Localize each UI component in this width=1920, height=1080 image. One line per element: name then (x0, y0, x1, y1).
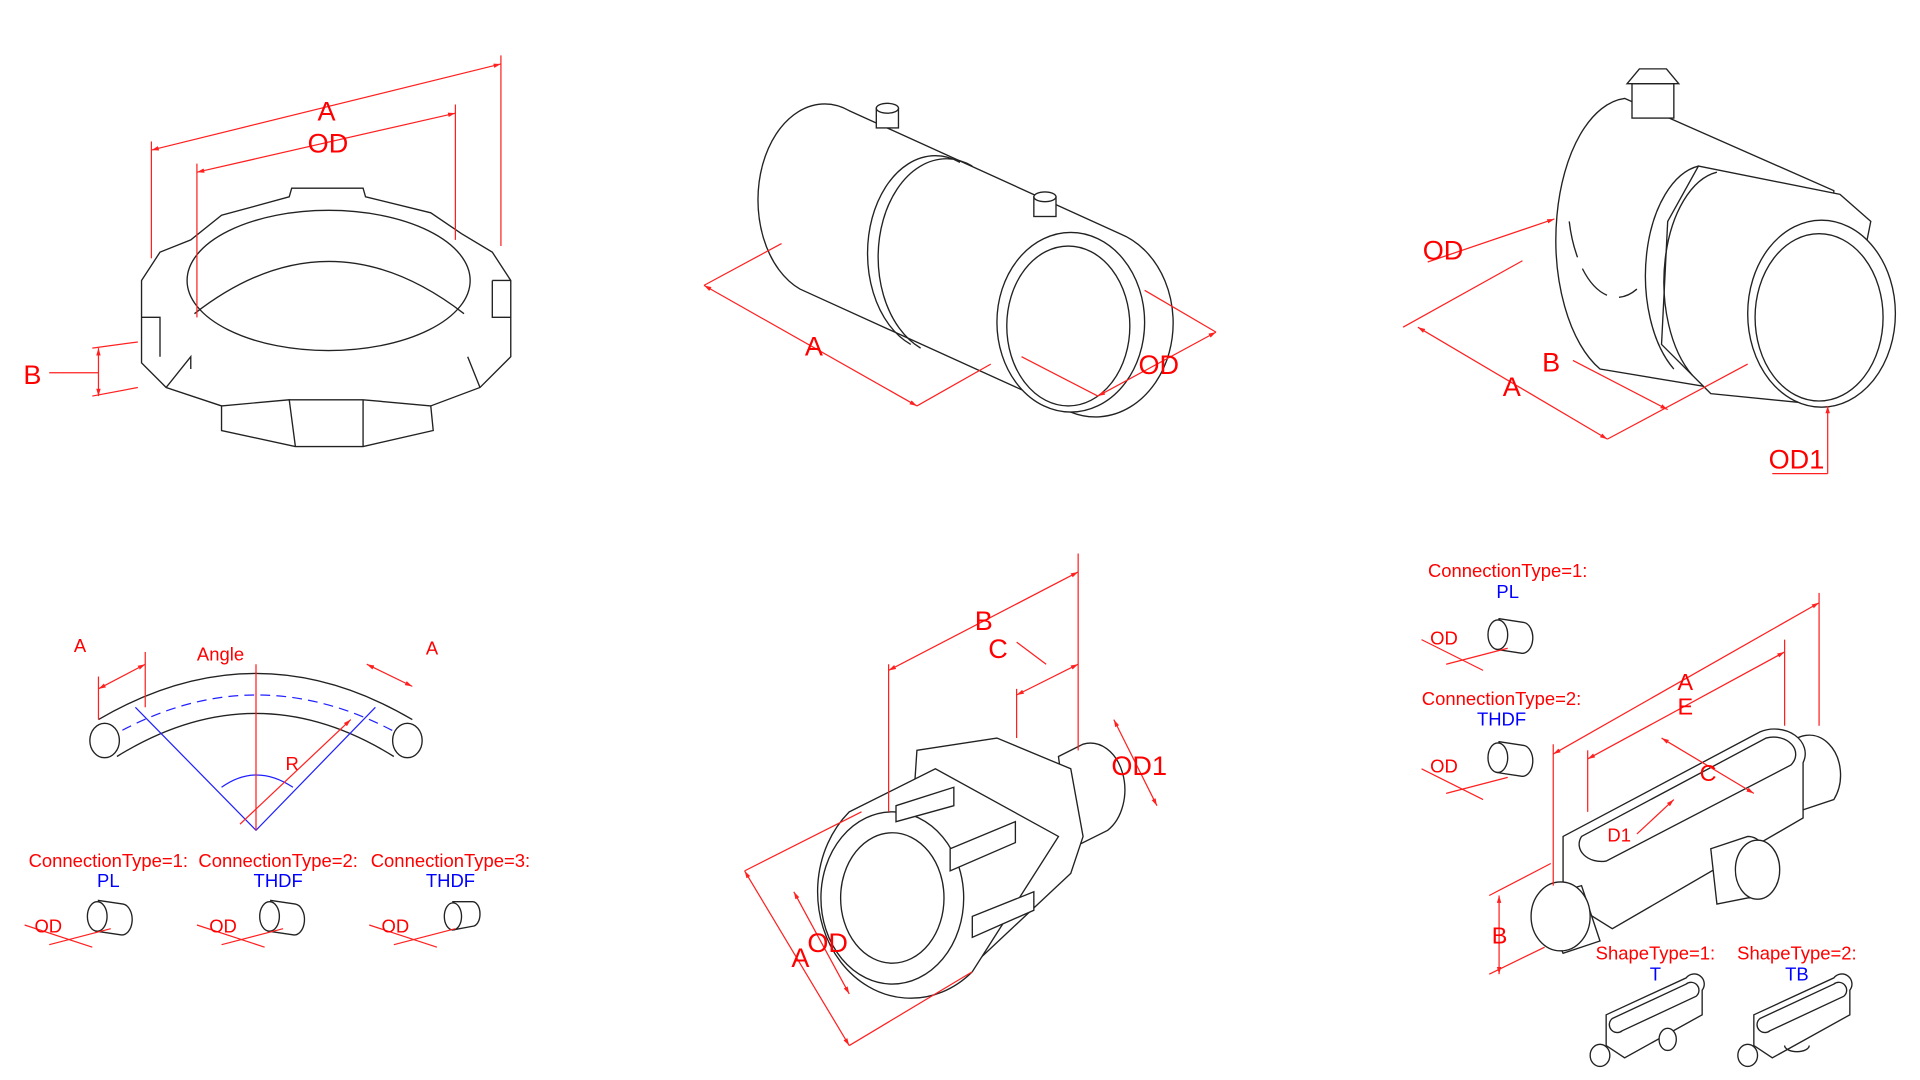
coupling-drawing: A OD (703, 102, 1217, 418)
connection-type-label: ConnectionType=1: (29, 850, 188, 871)
connection-type-label: ConnectionType=3: (371, 850, 530, 871)
connection-type-label: ConnectionType=2: (198, 850, 357, 871)
connection-type-value: THDF (426, 870, 475, 891)
elbow-dim-angle: Angle (197, 644, 244, 665)
connector-dim-b: B (975, 606, 993, 636)
connection-type-value: THDF (254, 870, 303, 891)
conduit-dim-c: C (1700, 760, 1717, 786)
coupling-dim-od: OD (1138, 350, 1179, 380)
compression-dim-a: A (1503, 372, 1521, 402)
connection-type-label: ConnectionType=1: (1428, 560, 1587, 581)
compression-dim-b: B (1542, 347, 1560, 377)
connection-od: OD (1430, 628, 1458, 649)
conduit-dim-d1: D1 (1607, 824, 1631, 845)
compression-dim-od: OD (1423, 236, 1464, 266)
shape-type-value: TB (1785, 963, 1809, 984)
locknut-dim-od: OD (308, 129, 349, 159)
conduit-body-drawing: ConnectionType=1: PL OD ConnectionType=2… (1421, 560, 1857, 1068)
compression-coupling-drawing: OD A B OD1 (1402, 68, 1897, 475)
connection-type-label: ConnectionType=2: (1422, 688, 1581, 709)
shape-type-1: ShapeType=1: T (1589, 942, 1715, 1068)
connector-dim-c: C (988, 634, 1008, 664)
connection-type-value: PL (1496, 581, 1519, 602)
locknut-drawing: A OD B (23, 55, 512, 448)
connection-type-value: PL (97, 870, 120, 891)
connector-dim-od: OD (807, 928, 848, 958)
connector-dim-od1: OD1 (1111, 751, 1167, 781)
elbow-connection-type-1: ConnectionType=1: PL OD (24, 850, 188, 948)
locknut-dim-a: A (318, 97, 336, 127)
conduit-connection-type-1: ConnectionType=1: PL OD (1421, 560, 1587, 671)
conduit-dim-e: E (1678, 694, 1694, 720)
shape-type-label: ShapeType=2: (1737, 942, 1856, 963)
connection-od: OD (1430, 755, 1458, 776)
elbow-connection-type-2: ConnectionType=2: THDF OD (196, 850, 358, 948)
elbow-connection-type-3: ConnectionType=3: THDF OD (369, 850, 530, 948)
elbow-dim-a-right: A (426, 637, 439, 658)
shape-type-label: ShapeType=1: (1596, 942, 1715, 963)
elbow-dim-a-left: A (74, 635, 87, 656)
elbow-dim-r: R (286, 753, 299, 774)
connector-drawing: B C OD1 A OD (744, 553, 1167, 1047)
compression-dim-od1: OD1 (1769, 445, 1825, 475)
conduit-connection-type-2: ConnectionType=2: THDF OD (1421, 688, 1581, 801)
connector-dim-a: A (791, 943, 809, 973)
shape-type-2: ShapeType=2: TB (1737, 942, 1857, 1068)
conduit-dim-b: B (1492, 922, 1508, 948)
conduit-dim-a: A (1678, 669, 1694, 695)
shape-type-value: T (1650, 963, 1661, 984)
coupling-dim-a: A (805, 331, 823, 361)
connection-od: OD (34, 915, 62, 936)
elbow-drawing: A Angle A R ConnectionType=1: PL OD Conn… (24, 635, 530, 948)
locknut-dim-b: B (23, 360, 41, 390)
connection-od: OD (382, 915, 410, 936)
connection-type-value: THDF (1477, 709, 1526, 730)
connection-od: OD (209, 915, 237, 936)
